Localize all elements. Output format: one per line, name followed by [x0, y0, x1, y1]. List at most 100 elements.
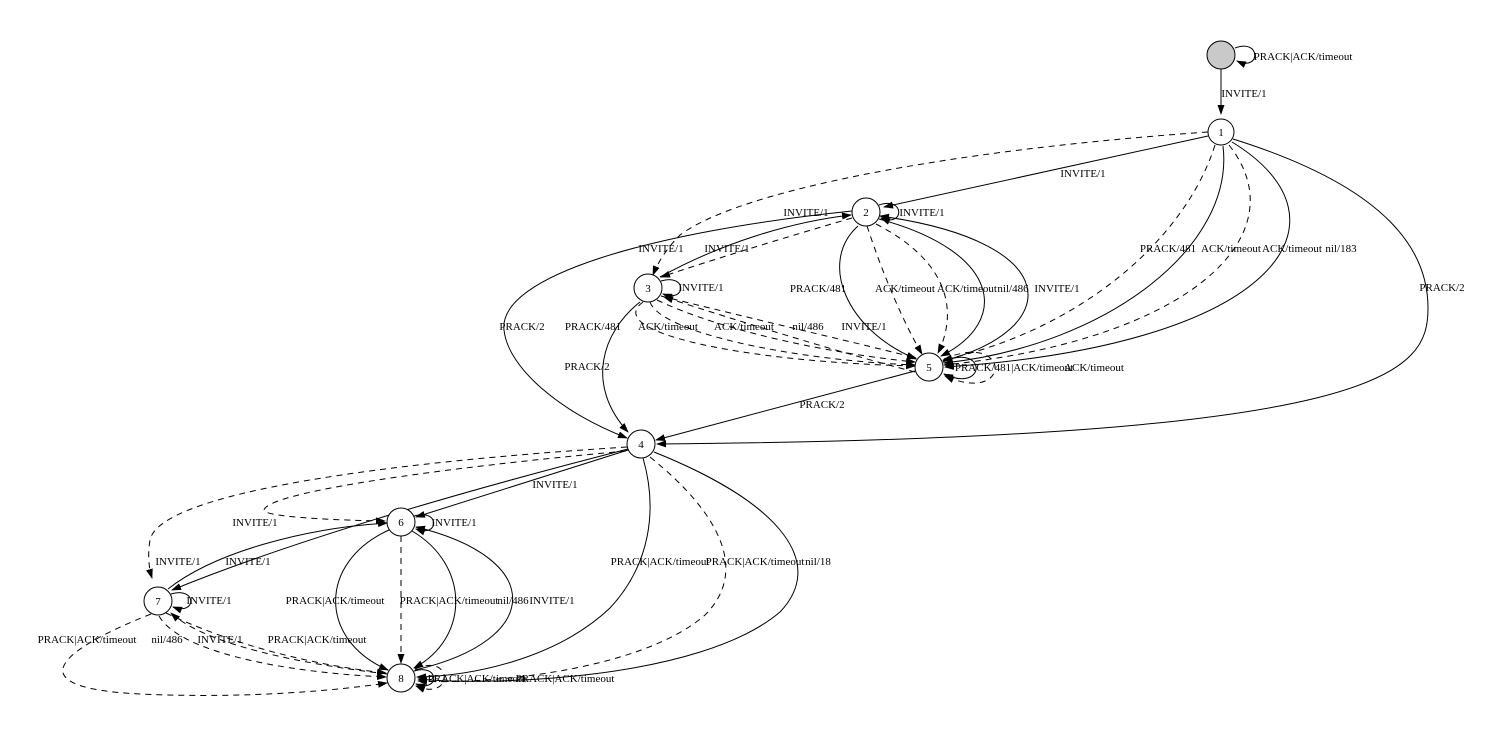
edge-label-7-8-42: PRACK|ACK/timeout: [38, 634, 137, 646]
edge-label-6-8-36: PRACK|ACK/timeout: [400, 595, 499, 607]
start-node-circle: [1206, 40, 1236, 70]
edge-7-8: [165, 612, 387, 676]
node-5-circle: [914, 352, 944, 382]
edge-8-7: [170, 612, 388, 675]
node-6-circle: [386, 507, 416, 537]
edge-label-1-5-8: PRACK/481: [1140, 243, 1196, 255]
node-6-label: 6: [398, 517, 404, 529]
edge-start-start: [1234, 45, 1256, 68]
edge-8-6: [414, 525, 513, 671]
node-4: 4: [626, 429, 656, 459]
edge-label-1-5-10: ACK/timeout: [1262, 243, 1322, 255]
edge-3-3: [660, 279, 682, 301]
edge-1-5: [942, 144, 1216, 362]
edge-label-1-2-2: INVITE/1: [1060, 168, 1105, 180]
edge-label-4-7-31: INVITE/1: [155, 556, 200, 568]
edge-3-2: [659, 212, 852, 278]
node-3-circle: [633, 273, 663, 303]
edge-3-4: [602, 301, 641, 433]
edge-8-8: [414, 664, 445, 693]
edge-2-5: [866, 225, 923, 355]
edge-2-5: [839, 225, 917, 360]
edge-2-5: [878, 218, 985, 357]
edge-4-6: [415, 449, 629, 518]
node-3-label: 3: [645, 283, 651, 295]
edge-label-6-8-35: PRACK|ACK/timeout: [286, 595, 385, 607]
edge-label-1-3-5: INVITE/1: [638, 243, 683, 255]
node-8-circle: [386, 663, 416, 693]
edge-label-2-5-14: ACK/timeout: [937, 283, 997, 295]
edge-label-7-7-34: INVITE/1: [186, 595, 231, 607]
edge-5-2: [879, 213, 1029, 362]
edge-label-7-6-30: INVITE/1: [232, 517, 277, 529]
edge-8-8: [413, 669, 435, 691]
node-2-label: 2: [863, 207, 869, 219]
node-1-circle: [1207, 118, 1235, 146]
node-1: 1: [1207, 118, 1235, 146]
edge-4-7: [171, 448, 629, 591]
edge-label-3-4-25: PRACK/2: [564, 361, 609, 373]
edge-label-3-2-4: INVITE/1: [783, 207, 828, 219]
edge-label-8-8-47: PRACK|ACK/timeout: [516, 673, 615, 685]
edge-label-3-5-19: ACK/timeout: [714, 321, 774, 333]
edge-label-2-5-12: PRACK/481: [790, 283, 846, 295]
edge-7-7: [170, 592, 192, 614]
node-5: 5: [914, 352, 944, 382]
edge-6-8: [335, 529, 390, 671]
edge-label-5-4-26: PRACK/2: [799, 399, 844, 411]
edge-1-5: [943, 144, 1251, 368]
edge-label-4-8-41: nil/18: [805, 556, 831, 568]
edge-5-4: [655, 370, 916, 442]
edge-label-4-6-28: INVITE/1: [532, 479, 577, 491]
edge-label-8-7-45: PRACK|ACK/timeout: [268, 634, 367, 646]
edge-5-5: [942, 356, 977, 381]
node-4-circle: [626, 429, 656, 459]
edge-5-3: [663, 296, 916, 373]
edge-label-1-5-9: ACK/timeout: [1201, 243, 1261, 255]
edge-3-5: [649, 301, 916, 369]
edge-label-5-2-16: INVITE/1: [1034, 283, 1079, 295]
node-2: 2: [851, 197, 881, 227]
edge-2-4: [503, 210, 853, 439]
edge-label-8-8-46: PRACK|ACK/timeout: [428, 673, 527, 685]
edge-label-5-5-22: PRACK/481|ACK/timeout: [955, 362, 1073, 374]
node-1-label: 1: [1218, 127, 1224, 139]
node-4-label: 4: [638, 439, 644, 451]
edge-7-8: [62, 613, 388, 696]
edge-label-4-7-32: INVITE/1: [225, 556, 270, 568]
edge-label-7-8-43: nil/486: [151, 634, 183, 646]
edge-1-3: [652, 131, 1209, 276]
edge-label-3-3-7: INVITE/1: [678, 282, 723, 294]
node-6: 6: [386, 507, 416, 537]
node-2-circle: [851, 197, 881, 227]
edge-7-8: [158, 615, 387, 681]
edge-label-4-8-39: PRACK|ACK/timeout: [611, 556, 710, 568]
edge-4-7: [146, 446, 628, 579]
edge-1-2: [883, 135, 1209, 209]
edge-4-6: [263, 450, 627, 525]
node-5-label: 5: [926, 362, 932, 374]
edge-5-5: [943, 351, 996, 384]
edge-label-2-5-15: nil/486: [997, 283, 1029, 295]
edge-1-5: [943, 145, 1225, 366]
edge-3-5: [635, 301, 916, 370]
node-8: 8: [386, 663, 416, 693]
node-7-circle: [143, 586, 173, 616]
edge-label-3-5-17: PRACK/481: [565, 321, 621, 333]
edge-3-5: [656, 299, 916, 365]
node-7: 7: [143, 586, 173, 616]
edge-1-4: [656, 138, 1429, 448]
edge-label-8-6-38: INVITE/1: [529, 595, 574, 607]
edge-4-8: [416, 457, 651, 681]
edge-label-6-8-37: nil/486: [497, 595, 529, 607]
edge-4-8: [417, 456, 727, 686]
edge-label-5-3-21: INVITE/1: [841, 321, 886, 333]
edge-label-2-4-24: PRACK/2: [499, 321, 544, 333]
edge-label-3-5-18: ACK/timeout: [638, 321, 698, 333]
edge-label-5-5-23: ACK/timeout: [1064, 362, 1124, 374]
edge-label-6-6-29: INVITE/1: [431, 517, 476, 529]
edge-3-5: [660, 295, 917, 360]
edge-label-2-3-6: INVITE/1: [704, 243, 749, 255]
